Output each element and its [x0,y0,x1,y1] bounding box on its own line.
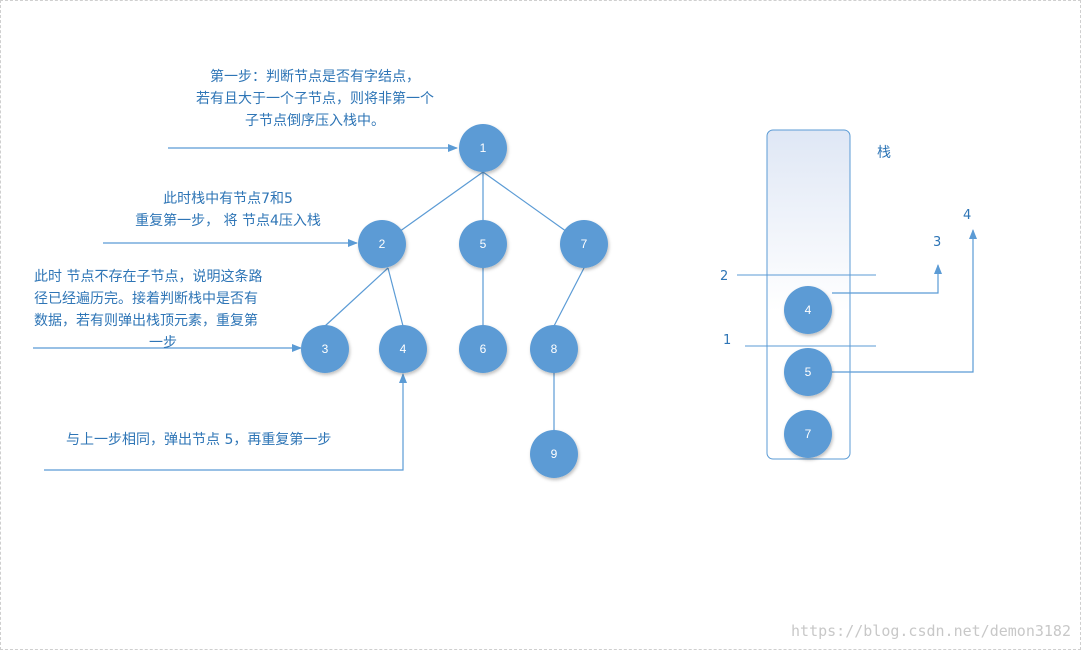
tree-node-4: 4 [379,325,427,373]
stack-dividers [737,274,876,347]
tree-node-6-circle [459,325,507,373]
tree-node-2-circle [358,220,406,268]
tree-node-4-label: 4 [400,342,407,356]
stack-node-4: 4 [784,286,832,334]
tree-nodes: 1 2 5 7 3 4 6 8 9 [301,124,608,478]
step3-line3: 数据，若有则弹出栈顶元素，重复第 [34,313,258,329]
stack-marker-2: 2 [720,269,729,284]
tree-node-2: 2 [358,220,406,268]
tree-node-7-circle [560,220,608,268]
stack-title: 栈 [877,145,891,161]
tree-node-4-circle [379,325,427,373]
step2-note: 此时栈中有节点7和5 重复第一步， 将 节点4压入栈 [108,188,348,232]
tree-node-3-label: 3 [322,342,329,356]
watermark: https://blog.csdn.net/demon3182 [791,622,1071,640]
tree-node-9-circle [530,430,578,478]
stack-node-5-circle [784,348,832,396]
stack-node-5: 5 [784,348,832,396]
tree-node-3: 3 [301,325,349,373]
tree-node-1: 1 [459,124,507,172]
step1-line2: 若有且大于一个子节点，则将非第一个 [196,91,434,107]
tree-node-6: 6 [459,325,507,373]
step3-note: 此时 节点不存在子节点，说明这条路 径已经遍历完。接着判断栈中是否有 数据，若有… [34,266,314,354]
step4-line1: 与上一步相同，弹出节点 5，再重复第一步 [66,432,332,448]
edge-7-8 [553,267,585,327]
tree-node-7-label: 7 [581,237,588,251]
tree-node-5-label: 5 [480,237,487,251]
step4-note: 与上一步相同，弹出节点 5，再重复第一步 [66,429,331,451]
pop-arrow-4 [832,264,942,294]
edge-2-3 [324,267,389,327]
tree-node-7: 7 [560,220,608,268]
tree-node-8-circle [530,325,578,373]
stack-node-5-label: 5 [805,365,812,379]
step3-line4: 一步 [149,335,177,351]
stack-marker-3: 3 [933,235,942,250]
tree-node-2-label: 2 [379,237,386,251]
tree-node-6-label: 6 [480,342,487,356]
tree-node-5: 5 [459,220,507,268]
tree-node-9: 9 [530,430,578,478]
tree-node-3-circle [301,325,349,373]
tree-edges [324,171,585,430]
step1-line1: 第一步：判断节点是否有字结点， [210,69,420,85]
step2-line1: 此时栈中有节点7和5 [163,191,293,207]
stack-node-7: 7 [784,410,832,458]
tree-node-1-circle [459,124,507,172]
step3-line2: 径已经遍历完。接着判断栈中是否有 [34,291,258,307]
tree-node-9-label: 9 [551,447,558,461]
tree-node-5-circle [459,220,507,268]
tree-node-8-label: 8 [551,342,558,356]
step-arrows [33,144,458,471]
tree-node-8: 8 [530,325,578,373]
stack-marker-4: 4 [963,208,972,223]
edge-2-4 [387,267,404,327]
stack-node-4-circle [784,286,832,334]
arrow-step4 [44,373,407,471]
step3-line1: 此时 节点不存在子节点，说明这条路 [34,269,263,285]
step2-line2: 重复第一步， 将 节点4压入栈 [135,213,321,229]
tree-node-1-label: 1 [480,141,487,155]
pop-arrows [832,229,977,373]
stack-node-4-label: 4 [805,303,812,317]
stack-node-7-circle [784,410,832,458]
stack-node-7-label: 7 [805,427,812,441]
stack-nodes: 4 5 7 [784,286,832,458]
stack-marker-1: 1 [723,333,732,348]
pop-arrow-5 [832,229,977,373]
step1-note: 第一步：判断节点是否有字结点， 若有且大于一个子节点，则将非第一个 子节点倒序压… [165,66,465,132]
step1-line3: 子节点倒序压入栈中。 [245,113,385,129]
